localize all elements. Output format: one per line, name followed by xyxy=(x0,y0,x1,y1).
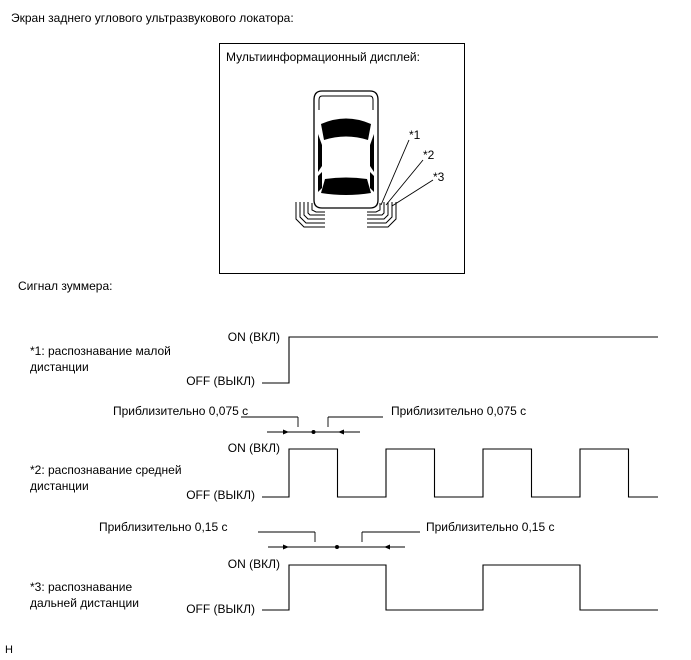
screen-title: Экран заднего углового ультразвукового л… xyxy=(11,11,294,25)
signal-3-timing-left: Приблизительно 0,15 с xyxy=(99,520,228,534)
signal-1-on-label: ON (ВКЛ) xyxy=(227,330,280,344)
signal-1-description: *1: распознавание малой дистанции xyxy=(30,343,171,375)
signal-2-desc-line1: *2: распознавание средней xyxy=(30,463,182,477)
callout-3: *3 xyxy=(433,170,445,184)
signal-2-timing-marks xyxy=(241,416,383,435)
callout-2: *2 xyxy=(423,148,435,162)
signal-3-desc-line2: дальней дистанции xyxy=(30,596,139,610)
signal-2-timing-right: Приблизительно 0,075 с xyxy=(391,404,527,418)
signal-2-waveform xyxy=(262,448,658,498)
footer-mark: H xyxy=(5,644,13,656)
signal-3-off-label: OFF (ВЫКЛ) xyxy=(186,602,255,616)
display-label: Мультиинформационный дисплей: xyxy=(226,50,420,64)
signal-1-waveform xyxy=(262,336,658,384)
car-icon xyxy=(313,90,379,209)
signal-2-on-label: ON (ВКЛ) xyxy=(227,441,280,455)
signal-1-off-label: OFF (ВЫКЛ) xyxy=(186,374,255,388)
multi-info-display xyxy=(219,43,465,274)
signal-2-desc-line2: дистанции xyxy=(30,479,89,493)
signal-2-description: *2: распознавание средней дистанции xyxy=(30,462,182,494)
signal-3-on-label: ON (ВКЛ) xyxy=(227,557,280,571)
signal-2-timing-left: Приблизительно 0,075 с xyxy=(113,404,249,418)
callout-leaders xyxy=(380,139,434,207)
buzzer-title: Сигнал зуммера: xyxy=(18,279,113,293)
buzzer-waveforms xyxy=(262,336,658,611)
signal-3-timing-right: Приблизительно 0,15 с xyxy=(426,520,555,534)
left-sensor-waves-icon xyxy=(295,202,325,228)
signal-1-desc-line2: дистанции xyxy=(30,360,89,374)
signal-1-desc-line1: *1: распознавание малой xyxy=(30,344,171,358)
callout-1: *1 xyxy=(409,128,421,142)
signal-3-timing-marks xyxy=(258,531,420,550)
signal-3-waveform xyxy=(262,564,658,611)
signal-3-description: *3: распознавание дальней дистанции xyxy=(30,579,139,611)
signal-2-off-label: OFF (ВЫКЛ) xyxy=(186,488,255,502)
right-sensor-waves-icon xyxy=(367,202,397,228)
signal-3-desc-line1: *3: распознавание xyxy=(30,580,133,594)
